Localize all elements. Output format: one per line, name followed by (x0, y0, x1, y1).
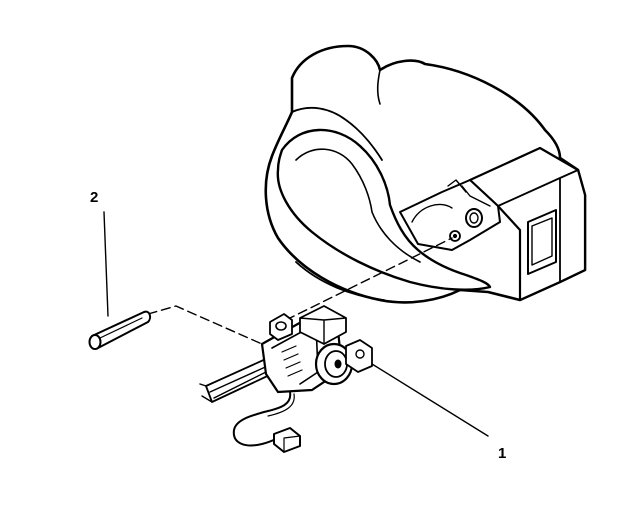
switch-detail-lines (281, 345, 303, 377)
switch-side-block (299, 305, 347, 345)
switch-terminal-screw (355, 349, 365, 359)
housing-mount-pocket (399, 179, 501, 251)
switch-connector-edge (283, 435, 301, 453)
callout-2-number: 2 (90, 189, 98, 206)
housing-bottom-rim (295, 261, 385, 301)
switch-mount-hole (275, 321, 287, 331)
housing-pocket-tab (447, 179, 467, 193)
housing-ridge-line (291, 106, 383, 161)
callout-1-number: 1 (498, 445, 506, 462)
pin-highlight (99, 317, 143, 339)
ignition-switch-assembly (199, 305, 373, 453)
housing-mount-hole-inner (469, 212, 479, 224)
pin-end-face (88, 334, 102, 350)
switch-cylinder-center (334, 359, 342, 369)
housing-bore-opening (276, 128, 492, 291)
alignment-line-switch-to-housing (285, 237, 453, 321)
housing-inner-contour (295, 148, 421, 263)
switch-rod-lines (199, 363, 275, 403)
callout-2-leader (103, 211, 109, 317)
housing-mount-hole (465, 208, 483, 228)
housing-window-inner (531, 217, 553, 266)
switch-wire-lead-inner (267, 393, 295, 417)
callout-2: 2 (90, 189, 109, 317)
housing-pivot-hole-center (452, 233, 458, 239)
alignment-lines (147, 237, 453, 345)
pin-part-2 (88, 310, 152, 350)
housing (264, 44, 587, 304)
switch-wire-connector (273, 427, 301, 453)
switch-side-block-edge (299, 317, 347, 345)
switch-wire-lead (232, 391, 292, 447)
housing-box-edge (497, 169, 579, 283)
housing-top-ridge (376, 69, 381, 105)
callout-1: 1 (371, 363, 506, 462)
callout-1-leader (371, 363, 489, 437)
alignment-line-pin-to-switch (147, 305, 263, 345)
